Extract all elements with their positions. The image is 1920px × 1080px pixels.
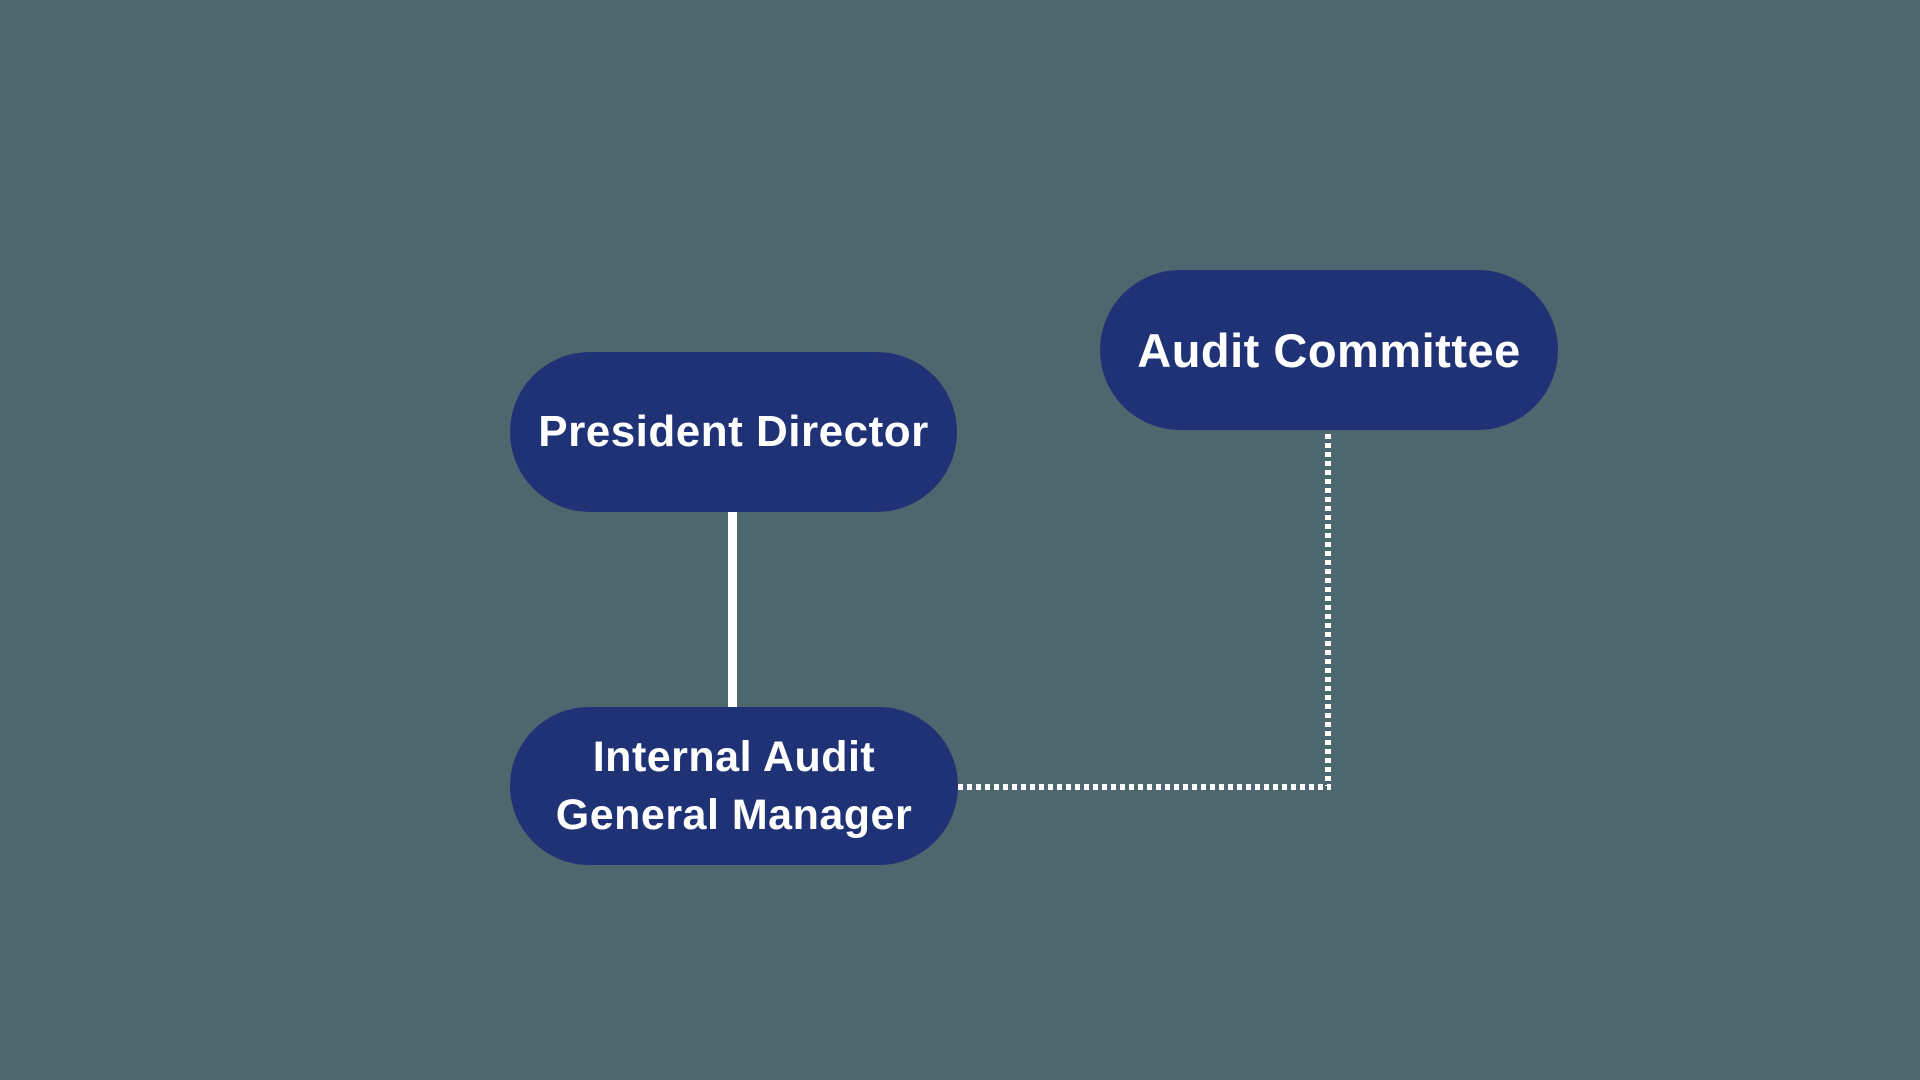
node-internal-audit-label-line-1: Internal Audit xyxy=(592,733,876,781)
node-internal-audit-label-line-2: General Manager xyxy=(555,791,913,839)
node-audit-committee: Audit Committee xyxy=(1100,270,1558,430)
connector-president-to-internal-audit xyxy=(728,512,737,707)
connector-audit-committee-vertical-segment xyxy=(1325,434,1331,786)
node-president-director-label: President Director xyxy=(538,407,929,456)
node-president-director: President Director xyxy=(510,352,957,512)
connector-audit-committee-horizontal-segment xyxy=(958,784,1331,790)
node-internal-audit-general-manager: Internal Audit General Manager xyxy=(510,707,958,865)
node-audit-committee-label: Audit Committee xyxy=(1137,323,1521,377)
